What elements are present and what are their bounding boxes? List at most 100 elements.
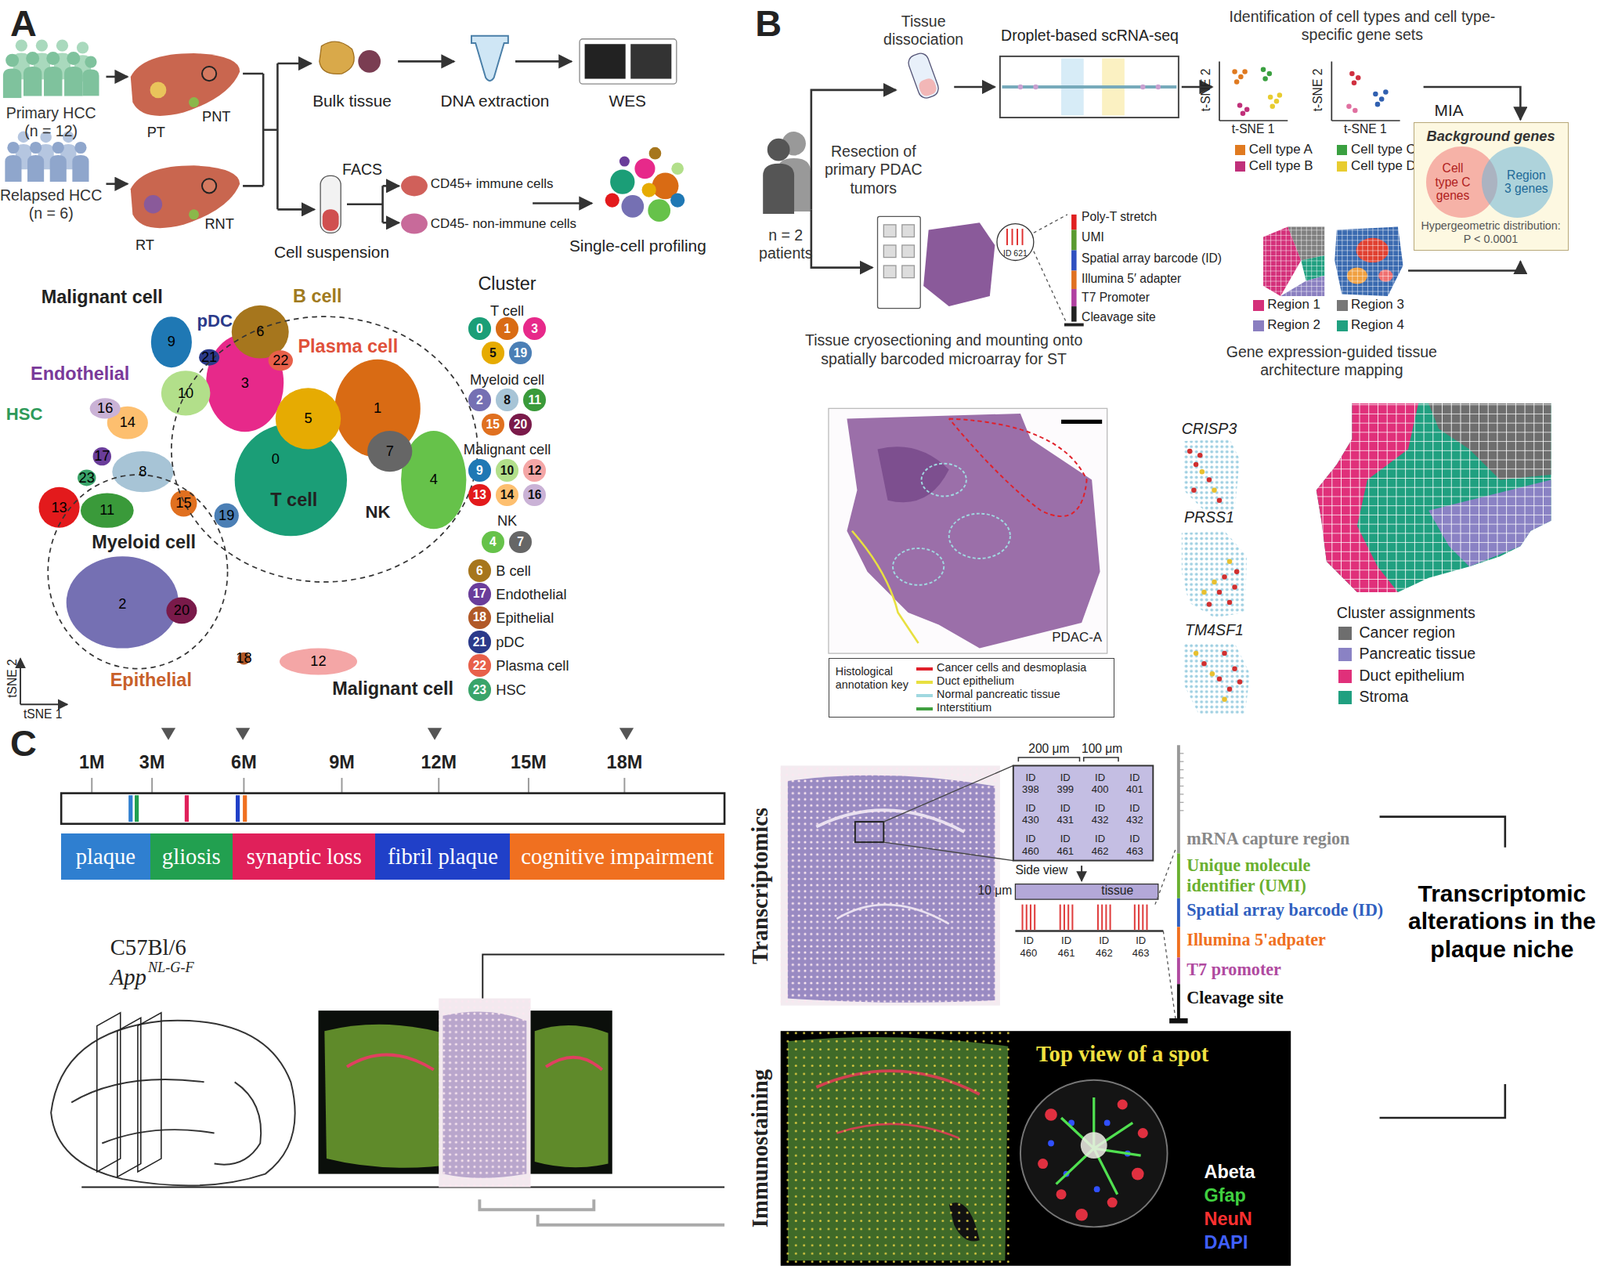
label-text: tSNE 1 bbox=[23, 707, 63, 722]
label-text: DAPI bbox=[1203, 1231, 1248, 1254]
label-text: Abeta bbox=[1203, 1161, 1255, 1184]
band-text: plaque bbox=[75, 843, 136, 870]
label-text: 18 bbox=[235, 650, 252, 668]
label-text: t-SNE 2 bbox=[1311, 68, 1326, 112]
label-text: 13 bbox=[50, 498, 67, 517]
band-text: gliosis bbox=[162, 843, 221, 870]
label-text: Myeloid cell bbox=[91, 531, 196, 554]
legend-text: Cell type D bbox=[1350, 158, 1416, 174]
legend-text: Duct epithelium bbox=[1359, 666, 1466, 685]
legend-text: 16 bbox=[527, 488, 542, 502]
label-text: HSC bbox=[6, 404, 44, 425]
label-text: 7 bbox=[386, 442, 394, 460]
band-text: cognitive impairment bbox=[520, 843, 714, 870]
label-text: Malignant cell bbox=[332, 678, 454, 701]
label-text: Transcriptomic alterations in the plaque… bbox=[1404, 879, 1600, 963]
label-text: 23 bbox=[79, 469, 95, 487]
label-text: Spatial array barcode (ID) bbox=[1186, 899, 1384, 921]
label-text: pDC bbox=[196, 310, 232, 332]
label-text: Epithelial bbox=[495, 609, 554, 627]
label-text: 4 bbox=[429, 471, 438, 489]
label-text: App bbox=[110, 964, 147, 991]
cluster-swatch: 5 bbox=[481, 341, 505, 365]
label-text: ID 432 bbox=[1121, 801, 1149, 827]
label-text: NeuN bbox=[1203, 1208, 1252, 1231]
label-text: 21 bbox=[201, 348, 217, 366]
label-text: 1 bbox=[373, 399, 382, 417]
label-text: B cell bbox=[495, 562, 531, 580]
legend-text: 9 bbox=[476, 464, 484, 477]
cluster-swatch: 9 bbox=[468, 458, 492, 482]
legend-text: 5 bbox=[489, 346, 497, 360]
cluster-swatch: 2 bbox=[468, 388, 492, 412]
label-text: ID 461 bbox=[1053, 934, 1080, 959]
cluster-swatch: 6 bbox=[468, 559, 492, 582]
label-text: Identification of cell types and cell ty… bbox=[1219, 7, 1506, 44]
stage-band: fibril plaque bbox=[375, 833, 510, 880]
label-text: 16 bbox=[97, 399, 113, 417]
label-text: 15M bbox=[510, 751, 547, 774]
label-text: Tissue dissociation bbox=[877, 12, 970, 49]
label-text: n = 2 patients bbox=[753, 226, 819, 263]
legend-text: 7 bbox=[516, 535, 524, 549]
label-text: 17 bbox=[93, 447, 110, 466]
legend-text: Region 3 bbox=[1350, 296, 1405, 313]
label-text: 5 bbox=[303, 409, 312, 427]
cluster-swatch: 10 bbox=[495, 458, 519, 482]
label-text: ID 398 bbox=[1017, 771, 1044, 796]
label-text: 12M bbox=[420, 751, 457, 774]
label-text: T cell bbox=[490, 302, 524, 320]
cluster-swatch: 14 bbox=[495, 483, 519, 507]
label-text: C bbox=[10, 722, 37, 766]
label-text: Transcriptomics bbox=[747, 807, 774, 965]
label-text: Illumina 5'adpater bbox=[1186, 929, 1326, 950]
legend-text: 21 bbox=[473, 635, 487, 649]
box-text: Histological annotation key bbox=[835, 664, 918, 691]
label-text: C57Bl/6 bbox=[110, 934, 187, 961]
label-text: ID 460 bbox=[1014, 934, 1042, 959]
label-text: CD45+ immune cells bbox=[430, 176, 554, 192]
legend-text: Region 1 bbox=[1267, 296, 1321, 313]
legend-text: Cell type A bbox=[1249, 141, 1313, 158]
legend-text: 8 bbox=[503, 393, 511, 407]
label-text: 10 μm bbox=[977, 883, 1012, 898]
label-text: ID 462 bbox=[1090, 934, 1118, 959]
cluster-swatch: 23 bbox=[468, 678, 492, 701]
cluster-swatch: 20 bbox=[509, 413, 532, 437]
legend-text: 4 bbox=[489, 535, 497, 549]
cluster-swatch: 16 bbox=[523, 483, 546, 507]
legend-text: Cancer region bbox=[1359, 623, 1456, 642]
legend-swatch bbox=[1338, 690, 1352, 705]
label-text: Unique molecule identifier (UMI) bbox=[1186, 855, 1381, 896]
circle-text: Cell type C genes bbox=[1429, 161, 1477, 203]
venn-area: Cell type C genesRegion 3 genes bbox=[1418, 144, 1564, 220]
label-text: T cell bbox=[270, 489, 318, 512]
label-text: 9 bbox=[167, 333, 176, 351]
legend-swatch bbox=[1253, 299, 1265, 311]
label-text: CD45- non-immune cells bbox=[430, 216, 577, 232]
legend-text: Pancreatic tissue bbox=[1359, 644, 1477, 663]
label-text: ID 463 bbox=[1127, 934, 1155, 959]
label-text: t-SNE 1 bbox=[1231, 122, 1275, 137]
label-text: 6M bbox=[231, 751, 257, 774]
legend-text: 19 bbox=[513, 346, 528, 360]
label-text: 3 bbox=[241, 374, 250, 392]
legend-text: Cancer cells and desmoplasia bbox=[936, 660, 1087, 675]
label-text: Poly-T stretch bbox=[1081, 209, 1157, 224]
label-text: 14 bbox=[119, 414, 136, 432]
label-text: ID 399 bbox=[1051, 771, 1079, 796]
label-text: Endothelial bbox=[495, 585, 567, 604]
legend-swatch bbox=[916, 707, 933, 711]
label-text: tissue bbox=[1101, 883, 1134, 898]
label-text: 10 bbox=[177, 384, 194, 402]
label-text: B bbox=[754, 2, 782, 46]
label-text: 2 bbox=[118, 595, 127, 614]
legend-text: Interstitium bbox=[936, 700, 992, 715]
label-text: 22 bbox=[272, 351, 289, 369]
label-text: Epithelial bbox=[110, 669, 192, 692]
legend-text: 11 bbox=[527, 393, 542, 407]
legend-text: 6 bbox=[476, 564, 484, 578]
label-text: Plasma cell bbox=[297, 335, 398, 358]
label-text: HSC bbox=[495, 681, 527, 699]
label-text: CRISP3 bbox=[1181, 419, 1238, 438]
